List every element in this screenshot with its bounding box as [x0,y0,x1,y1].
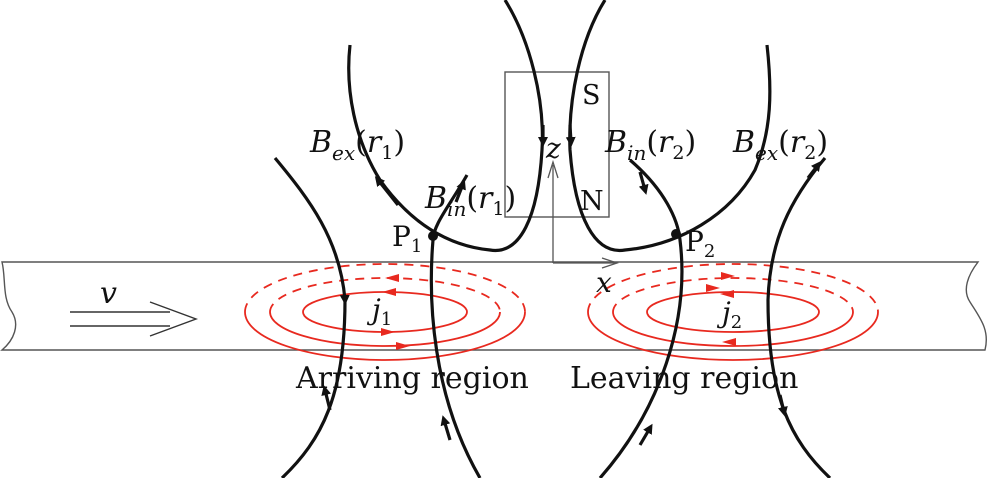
point-p2 [671,229,681,239]
velocity-arrow [70,301,199,337]
field-line-top-left-arrow [374,176,400,206]
label-bin-r2: Bin(r2) [604,125,696,165]
field-line-top-left [347,0,544,252]
field-line-outer-left-1-arrow-guide [321,385,332,411]
point-p2-label: P2 [685,225,715,262]
eddy-current-1 [244,263,526,361]
field-line-p2 [598,158,684,478]
x-axis-arrow [601,257,620,269]
conductor-plate [0,261,987,351]
pole-n-label: N [580,186,604,217]
x-axis-label: x [596,266,612,299]
current-j1-label: j1 [366,293,392,330]
leaving-region-label: Leaving region [570,361,798,396]
field-line-p1-arrow-up [454,179,466,203]
label-bex-r2: Bex(r2) [732,125,828,165]
current-j2-label: j2 [716,296,742,333]
field-line-p1-arrow-low [440,415,452,441]
magnet [504,71,610,218]
z-axis-label: z [545,132,561,165]
field-line-outer-right-arrow-2 [777,394,788,417]
field-line-p1 [429,174,482,478]
label-bin-r1: Bin(r1) [424,181,516,221]
field-line-top-right-arrow [565,124,576,147]
arriving-region-label: Arriving region [295,361,529,396]
field-line-p2-arrow [638,423,653,446]
label-bex-r1: Bex(r1) [309,125,405,165]
z-axis-arrow [547,159,559,179]
field-line-outer-right-arrow [806,161,822,179]
field-line-top-right-arrow-2 [638,171,649,195]
point-p1-label: P1 [392,220,422,257]
field-line-outer-right [766,156,832,478]
point-p1 [428,231,438,241]
field-line-outer-left-1 [273,156,350,478]
pole-s-label: S [582,80,601,111]
velocity-label: v [100,276,117,311]
eddy-current-2 [587,263,879,361]
field-line-top-right [568,0,772,252]
